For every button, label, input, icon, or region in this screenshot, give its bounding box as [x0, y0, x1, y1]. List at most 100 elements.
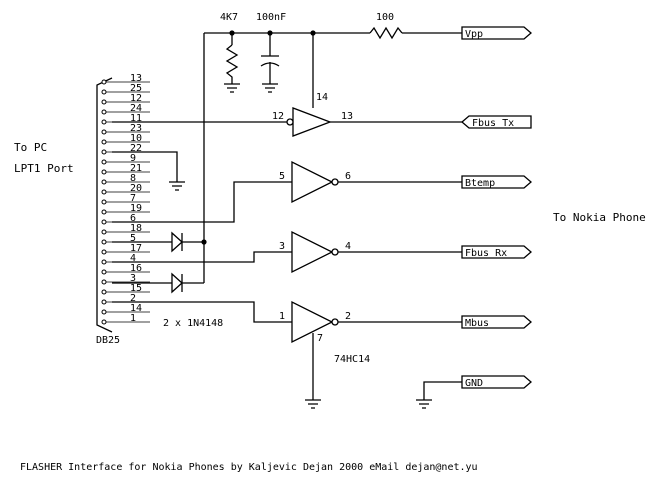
gnd-port-wire: [423, 381, 462, 400]
db25-pin-dot: [101, 129, 107, 135]
wire-pin2-to-gate1: [112, 301, 292, 323]
pin-gate-out: 2: [345, 311, 351, 322]
db25-pin-dot: [101, 189, 107, 195]
port-flag-mbus: [461, 315, 532, 329]
db25-pin-dot: [101, 119, 107, 125]
db25-pin-label: 25: [130, 83, 142, 94]
label-74hc14: 74HC14: [334, 354, 370, 365]
gnd-port-ground-icon: [416, 399, 432, 409]
pin-gate-in: 5: [279, 171, 285, 182]
db25-pin-label: 6: [130, 213, 136, 224]
db25-pin-label: 18: [130, 223, 142, 234]
port-flag-vpp: [461, 26, 532, 40]
diode-lower-icon: [171, 272, 183, 294]
inverter-bubble-12: [286, 118, 294, 126]
db25-pin-dot: [101, 109, 107, 115]
db25-pin-dot: [101, 279, 107, 285]
inverter-gate-1: [291, 300, 334, 344]
port-flag-fbus-tx: [461, 115, 532, 129]
pin18-ground-icon: [169, 181, 185, 191]
db25-pin-dot: [101, 249, 107, 255]
port-label-mbus: Mbus: [465, 318, 489, 329]
db25-pin-label: 24: [130, 103, 142, 114]
db25-pin-label: 12: [130, 93, 142, 104]
db25-pin-dot: [101, 289, 107, 295]
db25-pin-dot: [101, 219, 107, 225]
db25-pin-dot: [101, 79, 107, 85]
db25-pin-label: 10: [130, 133, 142, 144]
db25-pin-label: 5: [130, 233, 136, 244]
pin-vcc: 14: [316, 92, 328, 103]
db25-pin-dot: [101, 139, 107, 145]
label-db25: DB25: [96, 335, 120, 346]
port-label-fbus-tx: Fbus Tx: [472, 118, 514, 129]
pin-gate-in: 1: [279, 311, 285, 322]
db25-pin-dot: [101, 259, 107, 265]
db25-pin-dot: [101, 209, 107, 215]
db25-pin-dot: [101, 299, 107, 305]
label-diodes: 2 x 1N4148: [163, 318, 223, 329]
db25-pin-dot: [101, 239, 107, 245]
port-label-gnd: GND: [465, 378, 483, 389]
db25-pin-label: 14: [130, 303, 142, 314]
pin-gate-out: 4: [345, 241, 351, 252]
pin-gate-in: 3: [279, 241, 285, 252]
label-lpt1-port: LPT1 Port: [14, 162, 74, 175]
pin-gate-out: 13: [341, 111, 353, 122]
diode-upper-icon: [171, 231, 183, 253]
db25-pin-label: 3: [130, 273, 136, 284]
port-flag-gnd: [461, 375, 532, 389]
label-resistor-100: 100: [376, 12, 394, 23]
db25-pin-label: 11: [130, 113, 142, 124]
chip-ground-icon: [305, 399, 321, 409]
port-label-vpp: Vpp: [465, 29, 483, 40]
db25-pin-label: 19: [130, 203, 142, 214]
port-label-btemp: Btemp: [465, 178, 495, 189]
inverter-bubble-3: [331, 248, 339, 256]
db25-pin-label: 7: [130, 193, 136, 204]
db25-pin-label: 15: [130, 283, 142, 294]
cap-ground-icon: [262, 83, 278, 93]
db25-pin-dot: [101, 269, 107, 275]
junction-dot: [267, 30, 273, 36]
db25-pin-label: 21: [130, 163, 142, 174]
r1-ground-icon: [224, 83, 240, 93]
db25-pin-label: 2: [130, 293, 136, 304]
db25-pin-label: 4: [130, 253, 136, 264]
db25-pin-dot: [101, 309, 107, 315]
db25-pin-dot: [101, 99, 107, 105]
inverter-gate-12: [292, 107, 332, 137]
db25-pin-label: 1: [130, 313, 136, 324]
wire-pin6-to-gate5: [112, 181, 292, 223]
pin-gate-in: 12: [272, 111, 284, 122]
db25-pin-label: 8: [130, 173, 136, 184]
pin-gate-out: 6: [345, 171, 351, 182]
inverter-gate-3: [291, 230, 334, 274]
db25-pin-dot: [101, 319, 107, 325]
inverter-gate-5: [291, 160, 334, 204]
port-flag-btemp: [461, 175, 532, 189]
db25-pin-dot: [101, 179, 107, 185]
db25-pin-label: 17: [130, 243, 142, 254]
port-label-fbus-rx: Fbus Rx: [465, 248, 507, 259]
db25-pin-dot: [101, 169, 107, 175]
footer-credit: FLASHER Interface for Nokia Phones by Ka…: [20, 462, 478, 473]
port-flag-fbus-rx: [461, 245, 532, 259]
db25-pin-dot: [101, 149, 107, 155]
junction-dot: [229, 30, 235, 36]
junction-dot: [310, 30, 316, 36]
db25-pin-label: 9: [130, 153, 136, 164]
resistor-4k7: [225, 44, 239, 84]
resistor-100: [369, 26, 403, 40]
wire-pin4-to-gate3: [112, 251, 292, 263]
db25-pin-label: 13: [130, 73, 142, 84]
db25-pin-dot: [101, 229, 107, 235]
label-to-nokia-phone: To Nokia Phone: [553, 211, 646, 224]
db25-pins: 1325122411231022921820719618517416315214…: [101, 73, 150, 325]
label-to-pc: To PC: [14, 141, 47, 154]
db25-pin-label: 20: [130, 183, 142, 194]
inverter-bubble-1: [331, 318, 339, 326]
db25-pin-label: 23: [130, 123, 142, 134]
pin18-ground-wire: [112, 151, 178, 182]
